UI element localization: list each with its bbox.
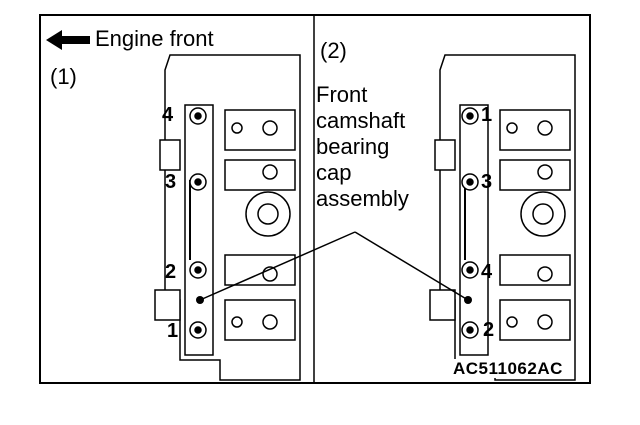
leader-line-left xyxy=(199,231,356,301)
figure-frame xyxy=(39,14,591,384)
right-cylinder-head xyxy=(429,54,576,381)
right-bolt-number: 4 xyxy=(481,261,493,283)
right-bolt-number: 3 xyxy=(481,171,493,193)
arrow-left-icon xyxy=(46,30,90,50)
left-bolt-number: 1 xyxy=(167,320,179,342)
left-bolt-number: 4 xyxy=(162,104,174,126)
callout-line: assembly xyxy=(316,186,409,211)
right-bolts xyxy=(461,107,553,339)
panel-1-label: (1) xyxy=(50,64,77,89)
right-bolt-number: 2 xyxy=(483,319,495,341)
left-bolt-number: 3 xyxy=(165,171,177,193)
engine-front-label: Engine front xyxy=(95,26,214,51)
leader-line-right xyxy=(354,231,469,301)
left-bolt-number: 2 xyxy=(165,261,177,283)
callout-front-camshaft-bearing-cap: Front camshaft bearing cap assembly xyxy=(316,82,476,212)
callout-line: cap xyxy=(316,160,352,185)
callout-line: Front xyxy=(316,82,368,107)
panel-2-label: (2) xyxy=(320,38,347,63)
callout-line: bearing xyxy=(316,134,390,159)
callout-line: camshaft xyxy=(316,108,406,133)
figure-id-label: AC511062AC xyxy=(451,359,565,378)
right-bolt-number: 1 xyxy=(481,104,493,126)
